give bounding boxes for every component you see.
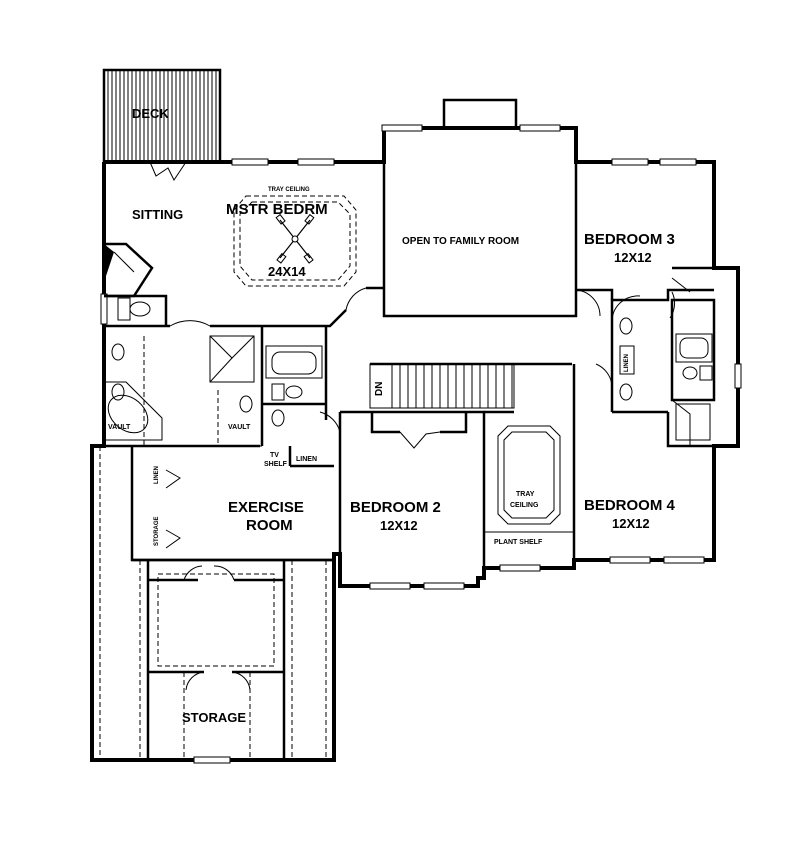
exterior-walls — [90, 126, 740, 762]
master-tray-ceiling-label: TRAY CEILING — [268, 187, 310, 193]
master-tray-ceiling — [233, 195, 357, 287]
closets — [370, 277, 711, 449]
exercise-room-label-line1: EXERCISE — [228, 499, 304, 516]
staircase — [369, 363, 515, 409]
bedroom4-size: 12X12 — [612, 516, 650, 531]
windows — [100, 124, 742, 764]
vault-right-label: VAULT — [228, 424, 251, 431]
hall-linen-label: LINEN — [296, 456, 317, 463]
tray-ceiling-label-line2: CEILING — [510, 502, 539, 509]
chimney — [442, 98, 518, 130]
left-storage-label: STORAGE — [154, 516, 160, 546]
master-bath-fixtures — [103, 335, 323, 446]
bedroom3-size: 12X12 — [614, 250, 652, 265]
bedroom2-label: BEDROOM 2 — [350, 499, 441, 516]
toilet-icon — [104, 294, 168, 326]
bedroom2-size: 12X12 — [380, 518, 418, 533]
sitting-label: SITTING — [132, 207, 183, 222]
doors — [149, 161, 676, 691]
tv-shelf-label-line1: TV — [270, 452, 279, 459]
bedroom3-label: BEDROOM 3 — [584, 231, 675, 248]
open-to-family-room-label: OPEN TO FAMILY ROOM — [402, 236, 519, 247]
master-bedroom-label: MSTR BEDRM — [226, 201, 328, 218]
plant-shelf-label: PLANT SHELF — [494, 539, 543, 546]
bedroom4-label: BEDROOM 4 — [584, 497, 676, 514]
jack-and-jill-bath-fixtures — [619, 317, 713, 401]
master-bedroom-size: 24X14 — [268, 264, 306, 279]
storage-dashed-lines — [99, 445, 327, 760]
fireplace — [104, 242, 154, 298]
storage-label: STORAGE — [182, 710, 246, 725]
exercise-room-label-line2: ROOM — [246, 517, 293, 534]
left-linen-label: LINEN — [154, 466, 160, 484]
secondary-tray-ceiling — [484, 425, 574, 533]
ceiling-fan-icon — [275, 213, 315, 264]
vault-left-label: VAULT — [108, 424, 131, 431]
room-labels: DECK SITTING TRAY CEILING MSTR BEDRM 24X… — [108, 106, 676, 725]
stair-down-label: DN — [374, 382, 385, 396]
right-linen-label: LINEN — [624, 354, 630, 372]
deck — [102, 68, 222, 164]
tv-shelf-label-line2: SHELF — [264, 461, 288, 468]
tray-ceiling-label-line1: TRAY — [516, 491, 535, 498]
deck-label: DECK — [132, 106, 169, 121]
